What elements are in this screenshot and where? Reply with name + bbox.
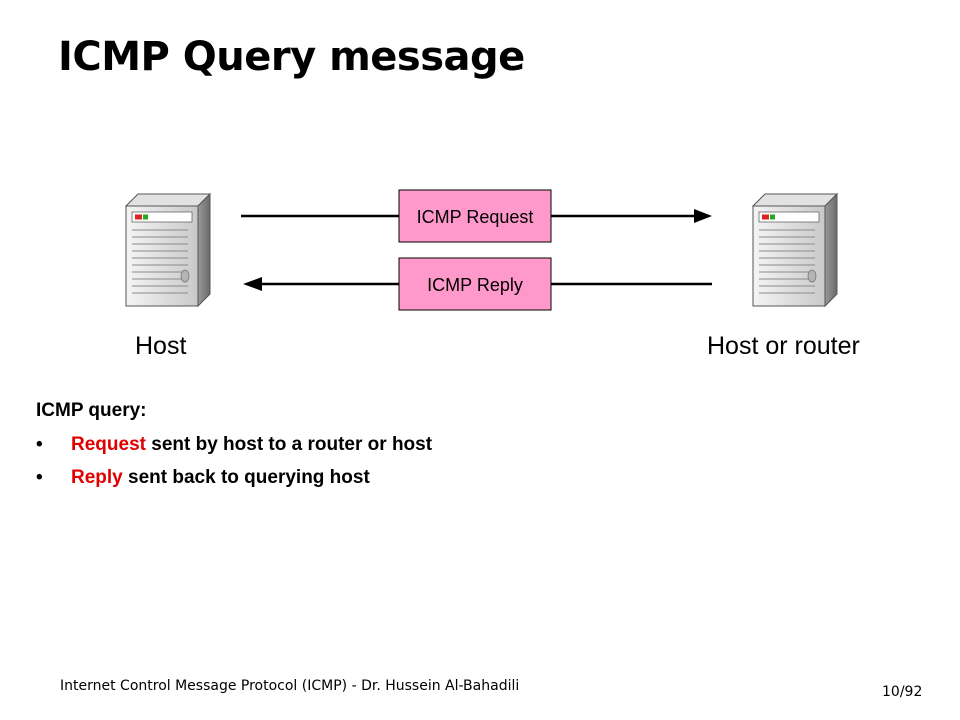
- bullet-highlight: Reply: [71, 467, 123, 488]
- icmp-request-box: ICMP Request: [398, 189, 552, 243]
- body-text: ICMP query: • Request sent by host to a …: [36, 400, 432, 500]
- host-or-router-label: Host or router: [707, 332, 860, 360]
- list-item: • Request sent by host to a router or ho…: [36, 434, 432, 456]
- list-item: • Reply sent back to querying host: [36, 467, 432, 489]
- icmp-request-label: ICMP Request: [417, 207, 534, 227]
- bullet-text: sent by host to a router or host: [145, 434, 433, 455]
- host-label: Host: [135, 332, 186, 360]
- bullet-icon: •: [36, 434, 43, 455]
- bullet-highlight: Request: [71, 434, 146, 455]
- icmp-reply-label: ICMP Reply: [427, 275, 523, 295]
- bullet-icon: •: [36, 467, 43, 488]
- icmp-reply-box: ICMP Reply: [398, 257, 552, 311]
- page-number: 10/92: [882, 684, 923, 700]
- body-heading: ICMP query:: [36, 400, 147, 421]
- slide-title: ICMP Query message: [58, 34, 525, 80]
- slide-footer: Internet Control Message Protocol (ICMP)…: [60, 678, 520, 694]
- bullet-list: • Request sent by host to a router or ho…: [36, 434, 432, 489]
- bullet-text: sent back to querying host: [122, 467, 370, 488]
- server-tower-icon: [751, 192, 839, 308]
- server-tower-icon: [124, 192, 212, 308]
